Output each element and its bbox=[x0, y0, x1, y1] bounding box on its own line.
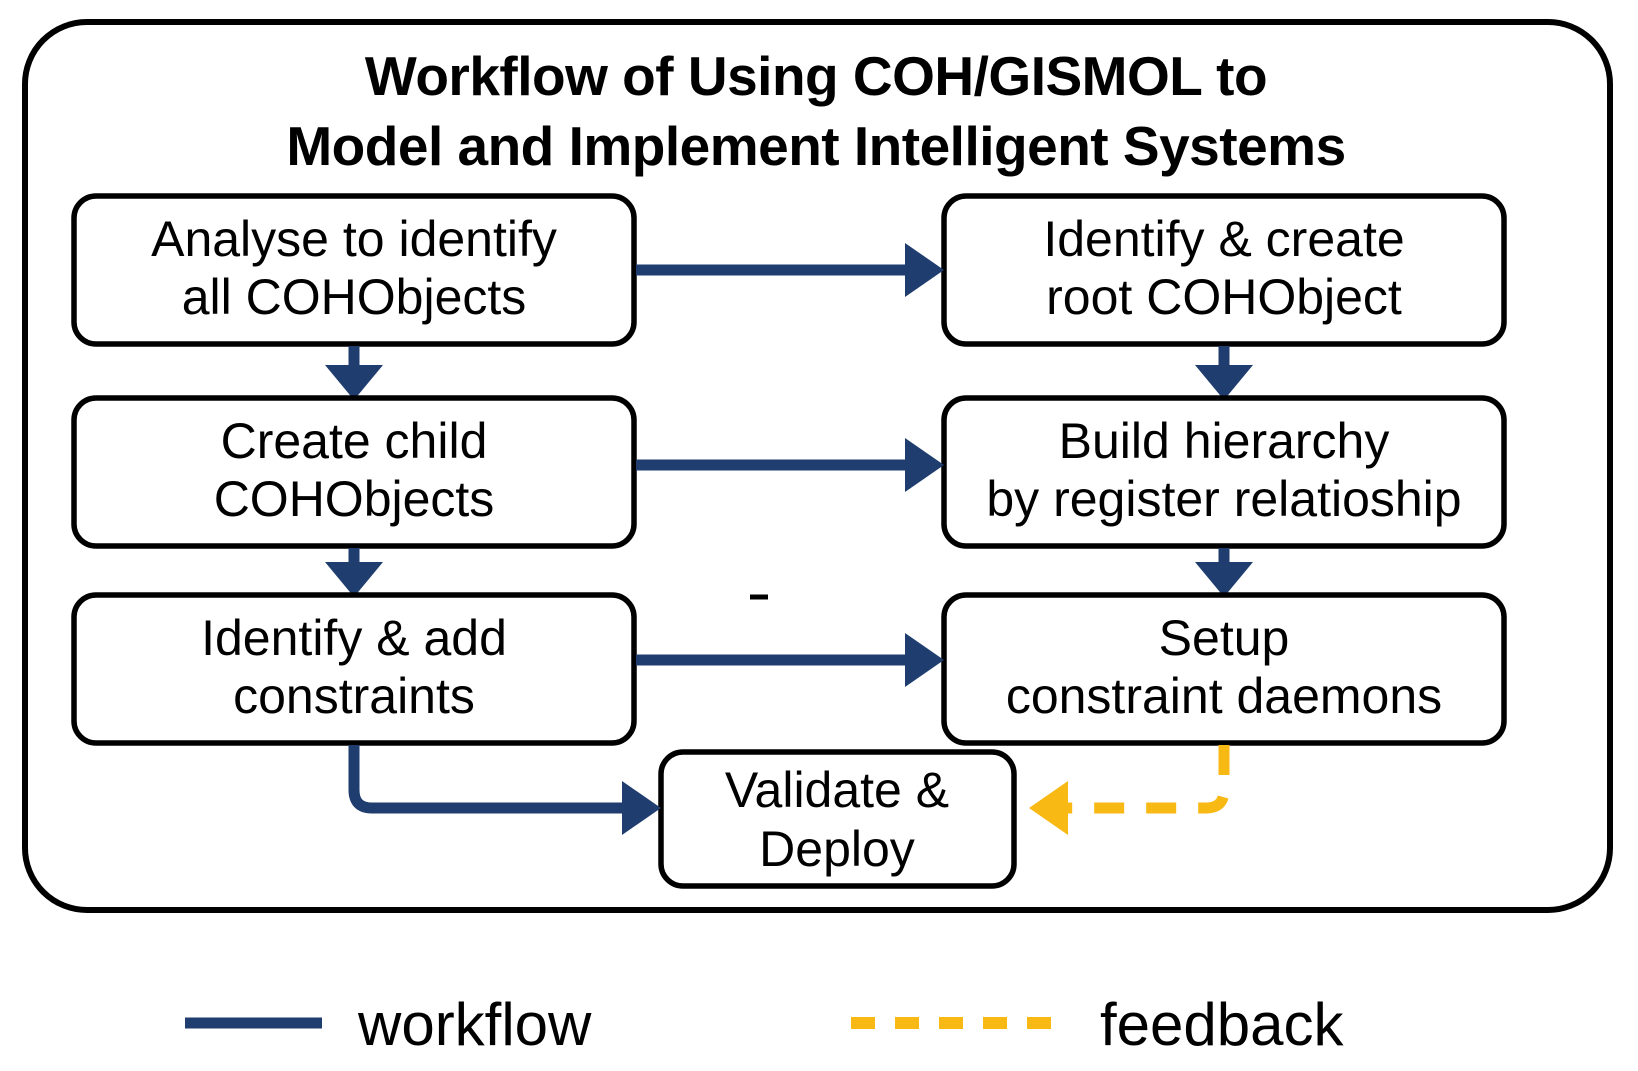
feedback-arrow-constraint-daemons-to-validate-deploy bbox=[1068, 745, 1230, 814]
node-validate-deploy-label-line-2: Deploy bbox=[759, 821, 915, 877]
node-build-hierarchy-box[interactable] bbox=[941, 395, 1507, 549]
feedback-arrow-head bbox=[1029, 781, 1068, 835]
node-validate-deploy-box[interactable] bbox=[658, 749, 1017, 889]
node-analyse-label-line-2: all COHObjects bbox=[182, 269, 527, 325]
node-analyse-label-line-1: Analyse to identify bbox=[151, 211, 557, 267]
arrow-add-constraints-to-constraint-daemons-head bbox=[905, 633, 944, 687]
legend-feedback-label: feedback bbox=[1100, 991, 1345, 1058]
arrow-root-object-to-build-hierarchy-head bbox=[1195, 365, 1253, 400]
legend-workflow-label: workflow bbox=[357, 991, 592, 1058]
arrow-build-hierarchy-to-constraint-daemons-head bbox=[1195, 562, 1253, 597]
node-add-constraints-label-line-1: Identify & add bbox=[201, 610, 507, 666]
arrow-child-objects-to-build-hierarchy-head bbox=[905, 438, 944, 492]
node-build-hierarchy-label-line-1: Build hierarchy bbox=[1059, 413, 1390, 469]
node-add-constraints-label-line-2: constraints bbox=[233, 668, 475, 724]
node-constraint-daemons-label-line-2: constraint daemons bbox=[1006, 668, 1442, 724]
node-add-constraints-box[interactable] bbox=[71, 592, 637, 746]
node-validate-deploy-label-line-1: Validate & bbox=[725, 762, 949, 818]
node-constraint-daemons-box[interactable] bbox=[941, 592, 1507, 746]
figure-title-line-1: Workflow of Using COH/GISMOL to bbox=[365, 45, 1267, 107]
node-constraint-daemons-label-line-1: Setup bbox=[1159, 610, 1290, 666]
arrow-add-constraints-to-validate-deploy bbox=[348, 745, 622, 814]
arrow-add-constraints-to-validate-deploy-head bbox=[622, 781, 661, 835]
node-build-hierarchy-label-line-2: by register relatioship bbox=[986, 471, 1461, 527]
node-child-objects-box[interactable] bbox=[71, 395, 637, 549]
node-analyse-box[interactable] bbox=[71, 193, 637, 347]
arrow-analyse-to-root-object-head bbox=[905, 243, 944, 297]
arrow-analyse-to-child-objects-head bbox=[325, 365, 383, 400]
figure-title-line-2: Model and Implement Intelligent Systems bbox=[286, 115, 1345, 177]
node-child-objects-label-line-1: Create child bbox=[221, 413, 488, 469]
arrow-child-objects-to-add-constraints-head bbox=[325, 562, 383, 597]
node-root-object-label-line-2: root COHObject bbox=[1046, 269, 1402, 325]
node-child-objects-label-line-2: COHObjects bbox=[214, 471, 495, 527]
node-root-object-label-line-1: Identify & create bbox=[1043, 211, 1404, 267]
